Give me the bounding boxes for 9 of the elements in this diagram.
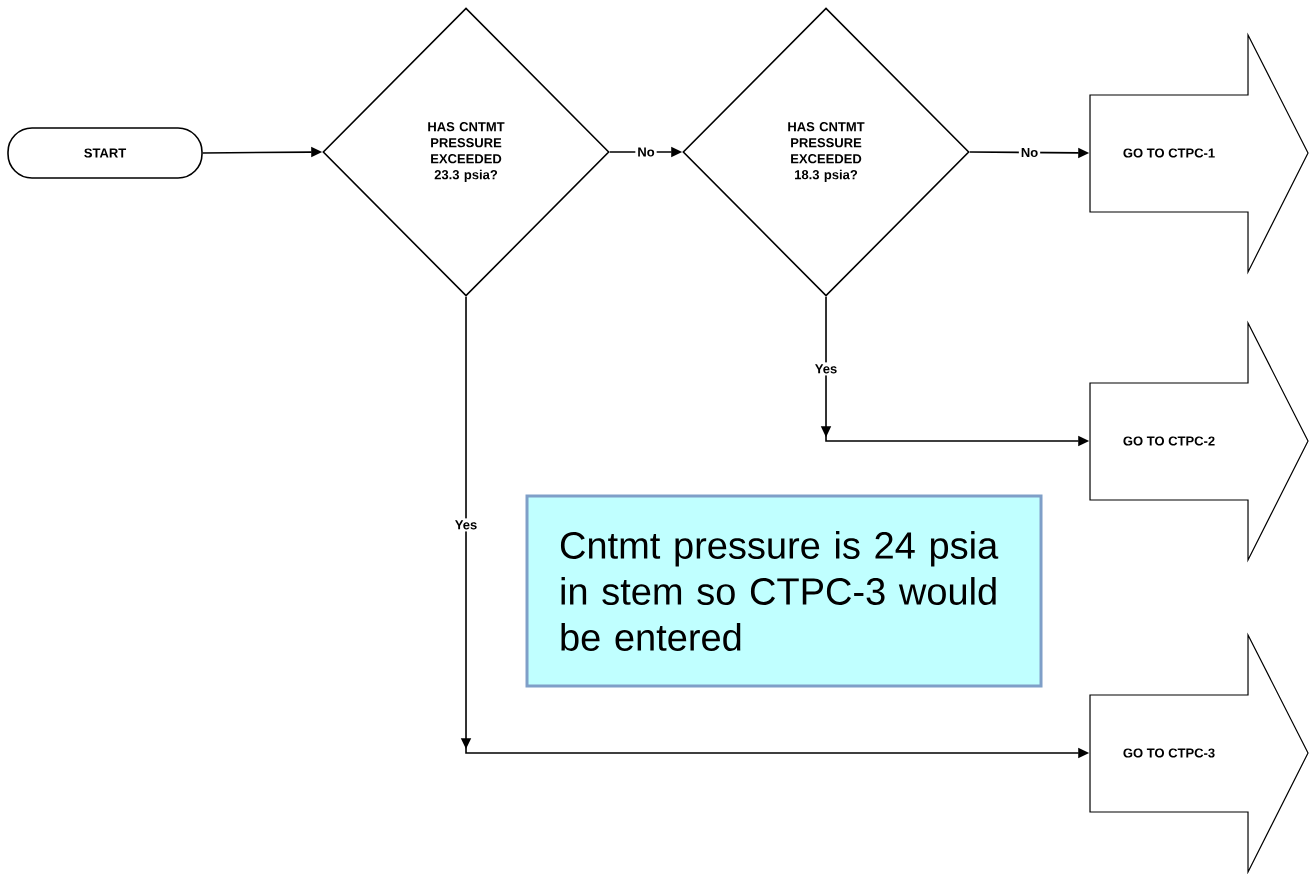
edge-label: Yes: [812, 362, 840, 376]
offpage-box: GO TO CTPC-2: [1089, 320, 1309, 563]
note-box: Cntmt pressure is 24 psia in stem so CTPC-3 would be entered: [525, 494, 1043, 688]
offpage-box: GO TO CTPC-1: [1089, 32, 1309, 275]
offpage-box: GO TO CTPC-3: [1089, 632, 1309, 874]
edge-label: Yes: [452, 518, 480, 532]
edge-label: No: [635, 145, 657, 159]
edge-label: No: [1018, 145, 1041, 160]
start-terminal: START: [7, 127, 203, 179]
